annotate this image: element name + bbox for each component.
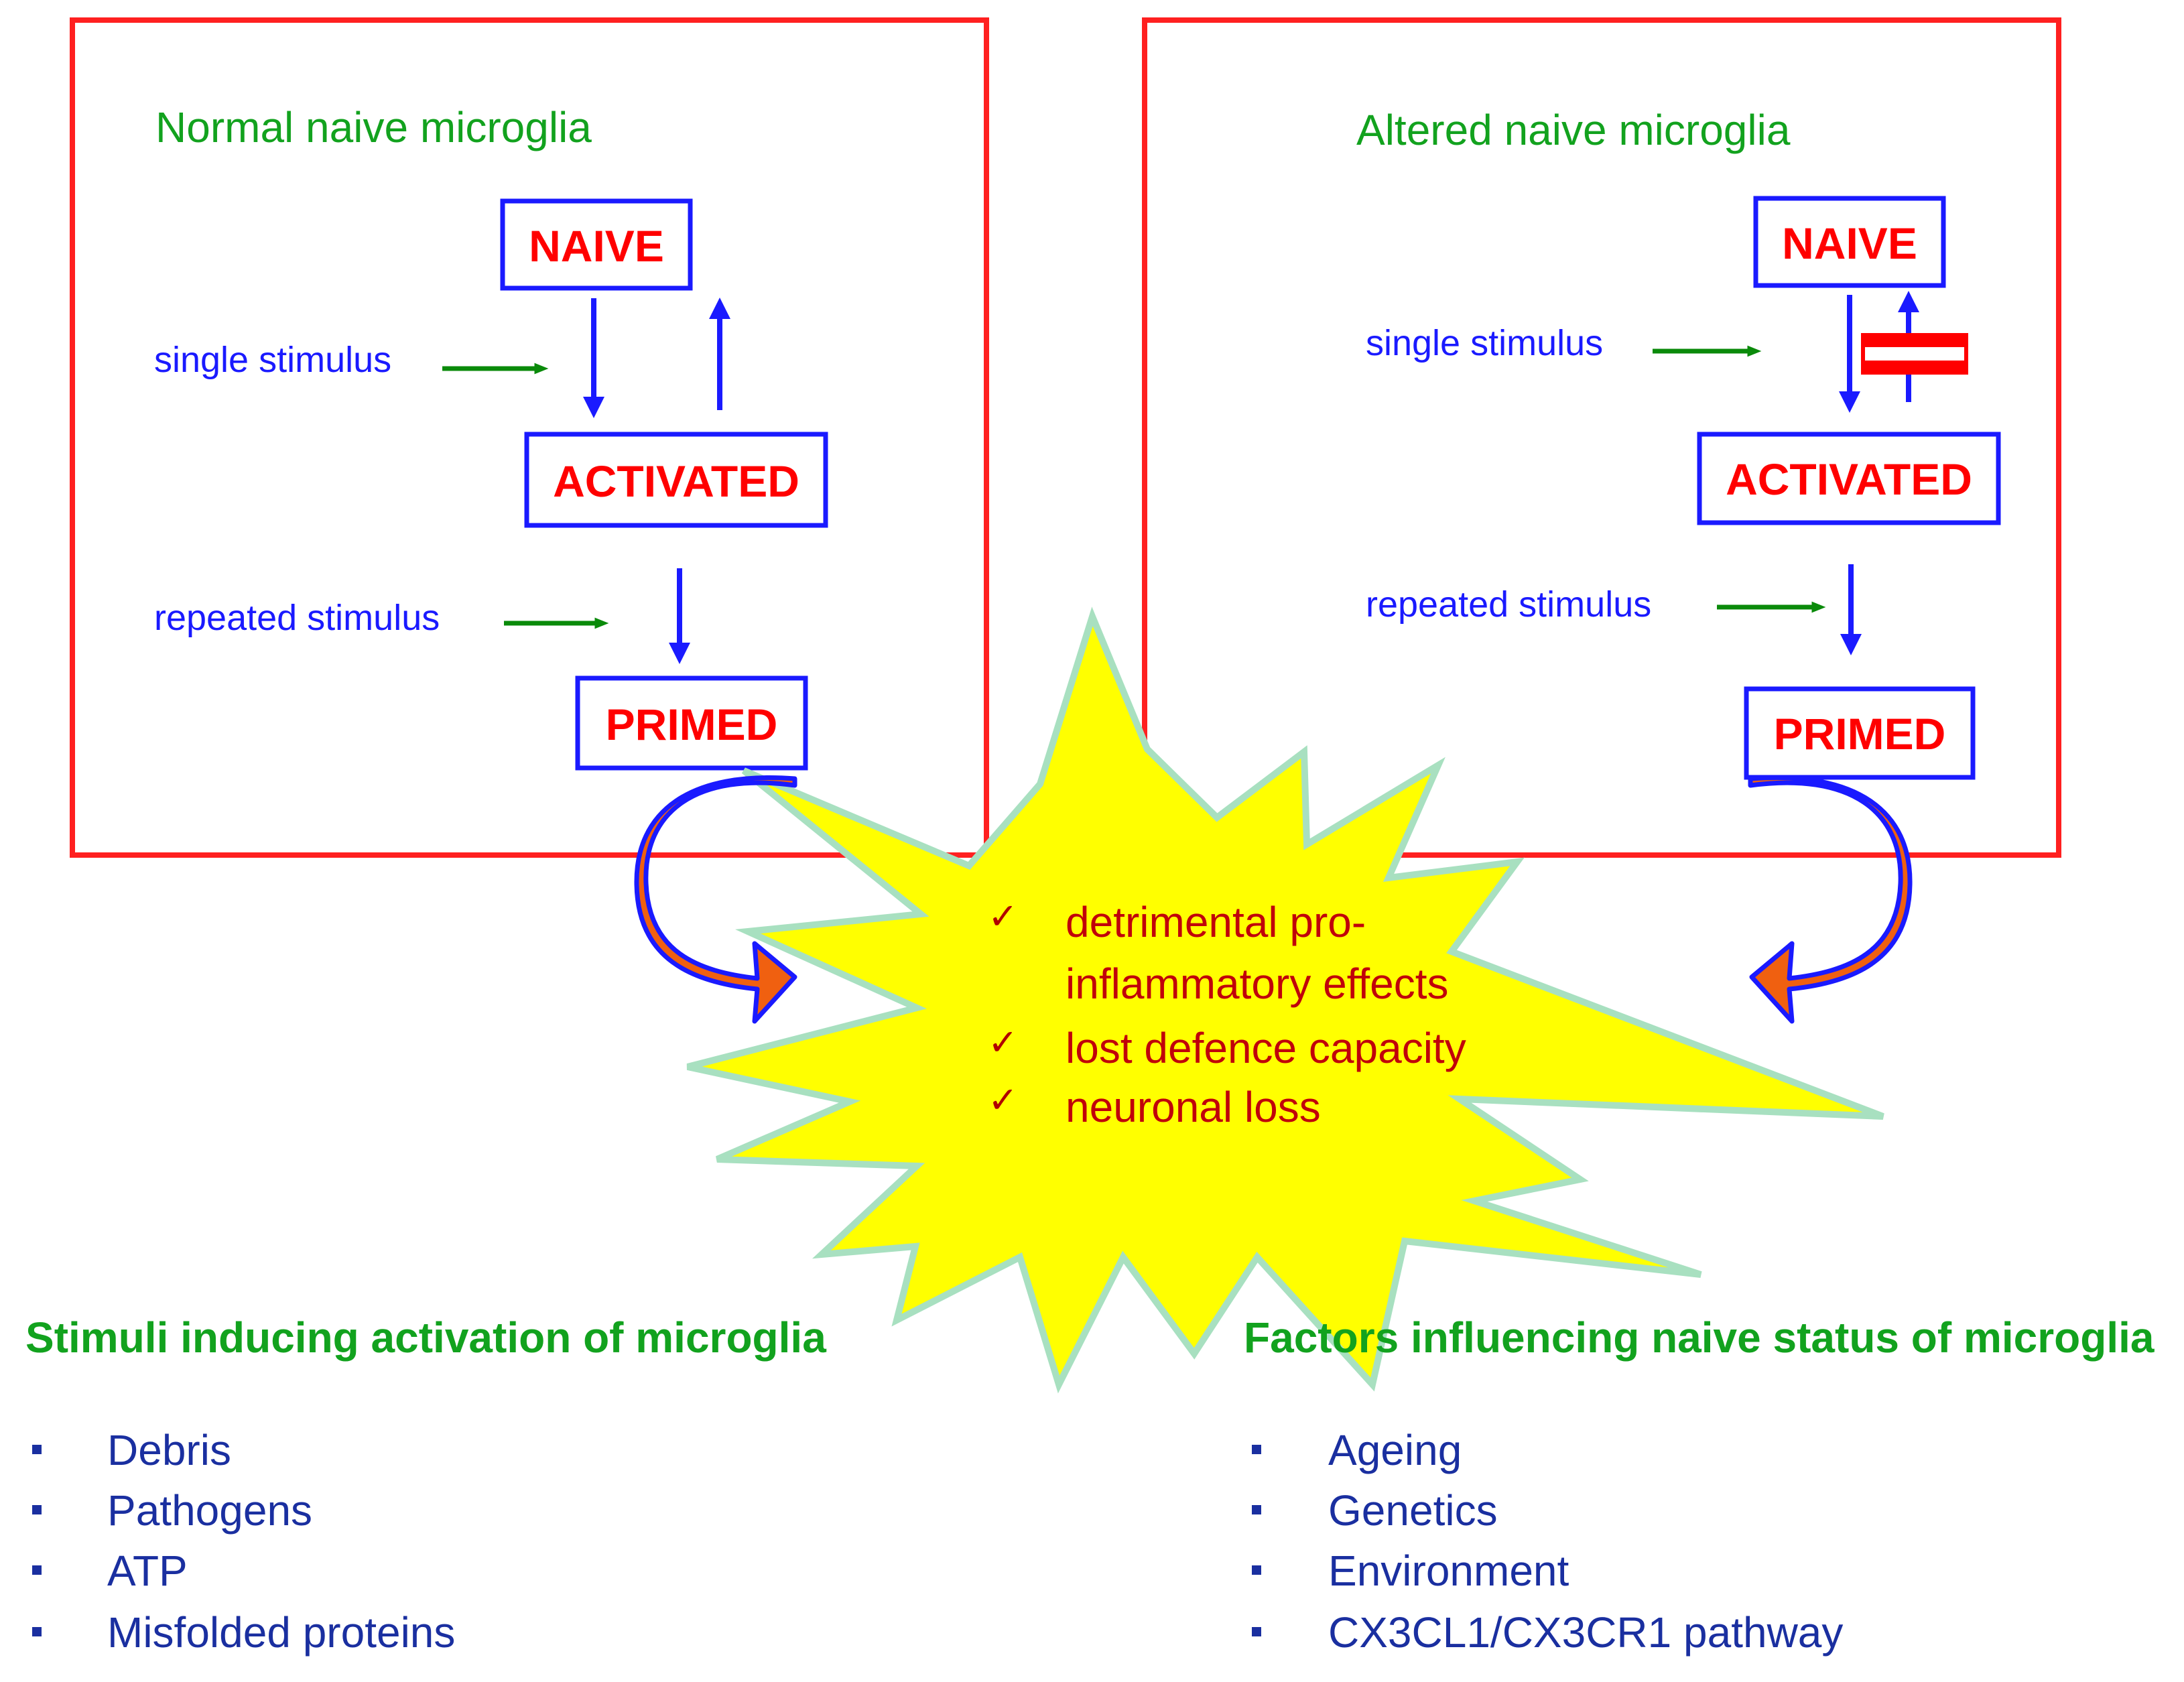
left-primed-label: PRIMED [606, 700, 778, 749]
right-activated-label: ACTIVATED [1726, 454, 1972, 504]
right-panel-title: Altered naive microglia [1356, 106, 1791, 154]
right-single-stimulus-label: single stimulus [1366, 323, 1603, 363]
check-icon: ✓ [988, 1021, 1018, 1063]
bullet [1252, 1505, 1261, 1514]
left-naive-label: NAIVE [529, 221, 664, 271]
effect-item-1-line2: inflammatory effects [1066, 960, 1448, 1008]
right-naive-label: NAIVE [1782, 218, 1917, 268]
stimuli-item-4: Misfolded proteins [107, 1608, 455, 1657]
right-panel-border [1142, 17, 2061, 858]
stimuli-item-1: Debris [107, 1426, 231, 1474]
factors-item-1: Ageing [1328, 1426, 1462, 1474]
stimuli-item-2: Pathogens [107, 1486, 312, 1535]
effects-list: ✓ detrimental pro- inflammatory effects … [988, 895, 1466, 1131]
bullet [1252, 1565, 1261, 1575]
bullet [32, 1445, 42, 1454]
left-panel-border [70, 17, 989, 858]
stimuli-heading: Stimuli inducing activation of microglia [25, 1313, 826, 1362]
right-naive-box [1753, 196, 1946, 288]
left-repeated-stimulus-label: repeated stimulus [154, 598, 440, 638]
block-marker [1861, 333, 1968, 375]
effect-item-1-line1: detrimental pro- [1066, 898, 1366, 946]
right-primed-label: PRIMED [1774, 709, 1946, 759]
right-panel: Altered naive microglia NAIVE ACTIVATED … [1142, 17, 2061, 858]
left-activated-box [524, 432, 828, 528]
left-single-stimulus-label: single stimulus [154, 340, 391, 380]
stimuli-section: Stimuli inducing activation of microglia… [25, 1313, 826, 1657]
check-icon: ✓ [988, 1079, 1018, 1121]
right-curved-arrow [1748, 775, 1913, 1024]
factors-item-4: CX3CL1/CX3CR1 pathway [1328, 1608, 1843, 1657]
effect-item-2: lost defence capacity [1066, 1024, 1466, 1072]
bullet [32, 1565, 42, 1575]
factors-section: Factors influencing naive status of micr… [1244, 1313, 2155, 1657]
factors-heading: Factors influencing naive status of micr… [1244, 1313, 2155, 1362]
left-naive-box [500, 198, 693, 291]
left-panel: Normal naive microglia NAIVE ACTIVATED P… [70, 17, 989, 858]
factors-item-3: Environment [1328, 1547, 1569, 1595]
stimuli-item-3: ATP [107, 1547, 188, 1595]
bullet [1252, 1627, 1261, 1636]
bullet [32, 1627, 42, 1636]
left-primed-box [575, 675, 808, 771]
right-primed-box [1744, 686, 1976, 780]
left-activated-label: ACTIVATED [553, 456, 799, 506]
right-activated-box [1697, 432, 2001, 525]
check-icon: ✓ [988, 895, 1018, 937]
factors-item-2: Genetics [1328, 1486, 1498, 1535]
effect-item-3: neuronal loss [1066, 1083, 1321, 1131]
effects-starburst [686, 606, 1884, 1394]
right-repeated-stimulus-label: repeated stimulus [1366, 584, 1651, 625]
left-panel-title: Normal naive microglia [155, 103, 592, 151]
bullet [32, 1505, 42, 1514]
left-curved-arrow [634, 775, 797, 1024]
bullet [1252, 1445, 1261, 1454]
